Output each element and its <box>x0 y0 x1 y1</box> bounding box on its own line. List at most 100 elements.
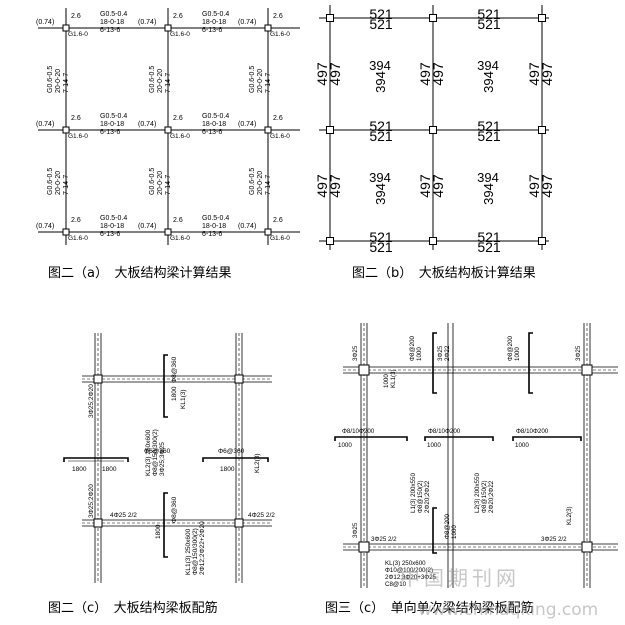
side-beam-label: G0.6-0.5 <box>47 168 54 195</box>
slab-edge-moment-vertical: 497 <box>526 62 542 86</box>
dim-left-2: 1800 <box>102 466 117 473</box>
kl1-label-top: KL1(3) <box>180 389 187 409</box>
kl2-spec-3: 3Φ25;3Φ25 <box>159 442 166 476</box>
slab-edge-moment-vertical: 497 <box>430 62 446 86</box>
beam-bottom-rebar-label: 6-13-6 <box>100 27 120 34</box>
d-kl-bottom-spec: KL(3) 250x600 <box>385 560 426 567</box>
d-phi8-10-200-2: Φ8/10Φ200 <box>428 428 461 435</box>
node-value-label: 2.6 <box>273 115 283 122</box>
column-square <box>429 126 437 134</box>
watermark-cn: 中国期刊网 <box>400 566 520 590</box>
beam-top-rebar-label: 18-0-18 <box>100 121 124 128</box>
node-value-label: 2.6 <box>273 217 283 224</box>
d-kl-bottom-spec-2: Φ10@100/200(2) <box>385 567 433 574</box>
beam-bottom-rebar-label: 6-13-6 <box>202 231 222 238</box>
column-node <box>164 126 172 134</box>
dim-right: 1800 <box>220 466 235 473</box>
slab-edge-moment-vertical: 497 <box>539 174 555 198</box>
phi-horizontal-left: Φ6@360 <box>144 448 171 455</box>
slab-edge-moment-vertical: 497 <box>314 174 330 198</box>
slab-center-moment-y: 394 <box>481 183 496 205</box>
slab-edge-moment-vertical: 497 <box>430 174 446 198</box>
node-g-label: G1.6-0 <box>270 133 290 140</box>
d-l2-spec-3: 2Φ20;2Φ22 <box>488 480 495 513</box>
d-dim-1000-6: 1000 <box>515 442 529 449</box>
side-beam-label: 7-14-7 <box>63 175 70 195</box>
side-beam-label: G0.6-0.5 <box>149 168 156 195</box>
d-kl2-label: KL2(3) <box>566 506 573 525</box>
node-value-label: 2.6 <box>173 115 183 122</box>
caption-a: 图二（a） 大板结构梁计算结果 <box>48 266 232 281</box>
node-g-label: G1.6-0 <box>68 133 88 140</box>
slab-center-moment-y: 394 <box>373 183 388 205</box>
column-node <box>264 228 272 236</box>
column-node <box>264 24 272 32</box>
panel-c-beam-slab-reinforcement: Φ8@360 1800 KL1(3) Φ6@360 1800 1800 Φ6@3… <box>0 313 312 625</box>
d-l2-spec: L2(3) 200x550 <box>474 473 481 513</box>
slab-center-moment-x: 394 <box>369 170 391 185</box>
beam-result-horizontal: G0.5-0.418-0-186-13-6 <box>100 215 127 238</box>
beam-shear-label: G0.5-0.4 <box>100 11 127 18</box>
axial-ratio-label: (0.74) <box>36 223 54 230</box>
d-rebar-bottom-l: 3Φ25 2/2 <box>371 536 397 543</box>
beam-bottom-rebar-label: 6-13-6 <box>202 129 222 136</box>
beam-shear-label: G0.5-0.4 <box>100 113 127 120</box>
node-g-label: G1.6-0 <box>170 133 190 140</box>
node-value-label: 2.6 <box>173 13 183 20</box>
side-beam-label: G0.6-0.5 <box>47 66 54 93</box>
d-rebar-bottom-r: 3Φ25 2/2 <box>541 536 567 543</box>
axial-ratio-label: (0.74) <box>138 223 156 230</box>
node-g-label: G1.6-0 <box>170 31 190 38</box>
d-kl1-label: KL1(3) <box>390 369 397 388</box>
phi-vertical-top: Φ8@360 <box>171 356 178 383</box>
d-dim-1000-1: 1000 <box>416 347 423 361</box>
beam-top-rebar-label: 18-0-18 <box>202 223 226 230</box>
phi-vertical-bottom: Φ8@360 <box>171 496 178 523</box>
column-node <box>264 126 272 134</box>
slab-center-moment-x: 394 <box>369 58 391 73</box>
beam-result-horizontal: G0.5-0.418-0-186-13-6 <box>100 113 127 136</box>
d-l2-spec-2: Φ8@150(2) <box>481 480 488 513</box>
phi-horizontal-right: Φ6@360 <box>218 448 245 455</box>
side-beam-label: 20-0-20 <box>257 171 264 195</box>
column-node <box>62 126 70 134</box>
column-square <box>538 14 546 22</box>
beam-results-drawing: (0.74)2.6G1.6-0(0.74)2.6G1.6-0(0.74)2.6G… <box>36 8 300 245</box>
node-g-label: G1.6-0 <box>170 235 190 242</box>
watermark-url: www.chinaqking.com <box>418 600 599 620</box>
d-col-rebar-tm: 3Φ25 <box>437 345 444 361</box>
side-beam-label: 20-0-20 <box>157 171 164 195</box>
slab-edge-moment-bottom: 521 <box>477 16 501 32</box>
beam-shear-label: G0.5-0.4 <box>202 113 229 120</box>
side-beam-label: G0.6-0.5 <box>149 66 156 93</box>
beam-top-rebar-label: 18-0-18 <box>100 223 124 230</box>
axial-ratio-label: (0.74) <box>36 19 54 26</box>
axial-ratio-label: (0.74) <box>238 223 256 230</box>
beam-top-rebar-label: 18-0-18 <box>100 19 124 26</box>
column-square <box>538 237 546 245</box>
axial-ratio-label: (0.74) <box>138 19 156 26</box>
col-bottom-rebar: 3Φ25;2Φ20 <box>88 484 95 518</box>
slab-edge-moment-vertical: 497 <box>417 62 433 86</box>
slab-center-moment-x: 394 <box>477 170 499 185</box>
d-phi8-200-3: Φ8@200 <box>444 513 451 539</box>
side-beam-label: 7-14-7 <box>265 175 272 195</box>
beam-result-horizontal: G0.5-0.418-0-186-13-6 <box>202 113 229 136</box>
side-beam-label: 7-14-7 <box>165 175 172 195</box>
column-square <box>326 14 334 22</box>
d-dim-1000-3: 1000 <box>383 374 390 388</box>
side-beam-label: 7-14-7 <box>265 73 272 93</box>
side-beam-label: 7-14-7 <box>63 73 70 93</box>
d-dim-1000-2: 1000 <box>514 347 521 361</box>
node-value-label: 2.6 <box>71 13 81 20</box>
col-4d25-left: 4Φ25 2/2 <box>110 512 137 519</box>
d-dim-1000-4: 1000 <box>338 442 352 449</box>
column-square <box>429 237 437 245</box>
d-col-rebar-tr: 3Φ25 <box>575 345 582 361</box>
beam-result-horizontal: G0.5-0.418-0-186-13-6 <box>202 215 229 238</box>
